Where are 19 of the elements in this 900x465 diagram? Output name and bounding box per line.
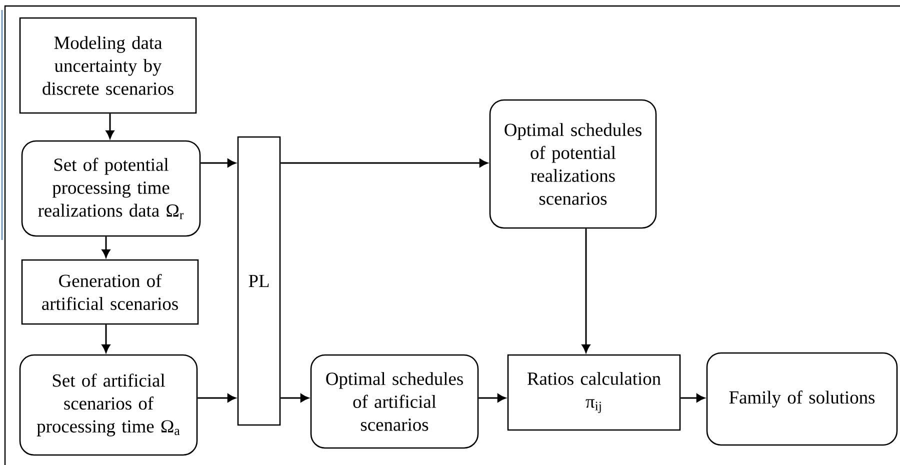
- process-box: Set of artificial scenarios of processing time Ω$_{a}$: [19, 354, 198, 456]
- arrow: [280, 394, 309, 402]
- arrow: [478, 394, 506, 402]
- process-box: Set of potential processing time realizations data Ω$_{r}$: [21, 140, 201, 237]
- arrow: [200, 158, 236, 168]
- process-box: PL: [237, 136, 281, 426]
- arrow: [106, 114, 114, 139]
- arrow: [582, 228, 590, 353]
- process-box: Optimal schedules of artificial scenarios: [310, 354, 479, 449]
- process-box: Modeling data uncertainty by discrete scenarios: [19, 17, 197, 114]
- arrow: [102, 324, 110, 353]
- arrow: [198, 394, 236, 402]
- arrow: [280, 158, 488, 168]
- process-box: Optimal schedules of potential realizations scenarios: [489, 99, 657, 229]
- process-box: Generation of artificial scenarios: [21, 259, 199, 325]
- process-box: Ratios calculation π$_{ij}$: [507, 354, 681, 431]
- process-box: Family of solutions: [706, 352, 898, 446]
- arrow: [102, 236, 110, 258]
- arrow: [680, 394, 705, 402]
